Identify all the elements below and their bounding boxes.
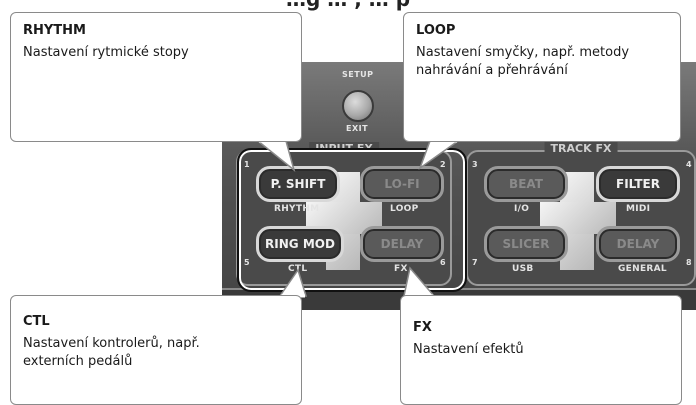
- ctl-callout: CTL Nastavení kontrolerů, např. externíc…: [10, 295, 302, 405]
- exit-label: EXIT: [346, 124, 369, 133]
- loop-callout-desc: Nastavení smyčky, např. metody nahrávání…: [416, 45, 630, 78]
- fx-callout: FX Nastavení efektů: [400, 295, 682, 405]
- io-sublabel: I/O: [514, 204, 530, 214]
- fx-callout-desc: Nastavení efektů: [413, 342, 524, 357]
- button-number: 5: [244, 258, 250, 267]
- button-number: 1: [244, 160, 250, 169]
- button-number: 8: [686, 258, 692, 267]
- slicer-button[interactable]: SLICER: [484, 226, 568, 262]
- filter-button[interactable]: FILTER: [596, 166, 680, 202]
- beat-button[interactable]: BEAT: [484, 166, 568, 202]
- button-number: 7: [472, 258, 478, 267]
- fx-sublabel: FX: [394, 264, 408, 274]
- lofi-button[interactable]: LO-FI: [360, 166, 444, 202]
- track-fx-title: TRACK FX: [544, 142, 618, 155]
- loop-callout-title: LOOP: [416, 23, 456, 38]
- delay-button-left[interactable]: DELAY: [360, 226, 444, 262]
- general-sublabel: GENERAL: [618, 264, 667, 274]
- loop-callout: LOOP Nastavení smyčky, např. metody nahr…: [403, 12, 681, 142]
- rhythm-callout-title: RHYTHM: [23, 23, 86, 38]
- rhythm-callout: RHYTHM Nastavení rytmické stopy: [10, 12, 302, 142]
- midi-sublabel: MIDI: [626, 204, 651, 214]
- button-number: 4: [686, 160, 692, 169]
- setup-label: SETUP: [342, 70, 374, 79]
- ctl-callout-title: CTL: [23, 314, 50, 329]
- usb-sublabel: USB: [512, 264, 534, 274]
- pshift-button[interactable]: P. SHIFT: [256, 166, 340, 202]
- button-number: 6: [440, 258, 446, 267]
- rhythm-sublabel: RHYTHM: [274, 204, 320, 214]
- highlight-ring: [237, 148, 467, 292]
- loop-sublabel: LOOP: [390, 204, 419, 214]
- ringmod-button[interactable]: RING MOD: [256, 226, 344, 262]
- page-heading-cutoff: …g … , … p: [0, 0, 696, 11]
- ctl-callout-desc: Nastavení kontrolerů, např. externích pe…: [23, 336, 200, 369]
- setup-exit-knob[interactable]: [342, 90, 374, 122]
- delay-button-right[interactable]: DELAY: [596, 226, 680, 262]
- button-number: 3: [472, 160, 478, 169]
- fx-callout-title: FX: [413, 320, 432, 335]
- rhythm-callout-desc: Nastavení rytmické stopy: [23, 45, 189, 60]
